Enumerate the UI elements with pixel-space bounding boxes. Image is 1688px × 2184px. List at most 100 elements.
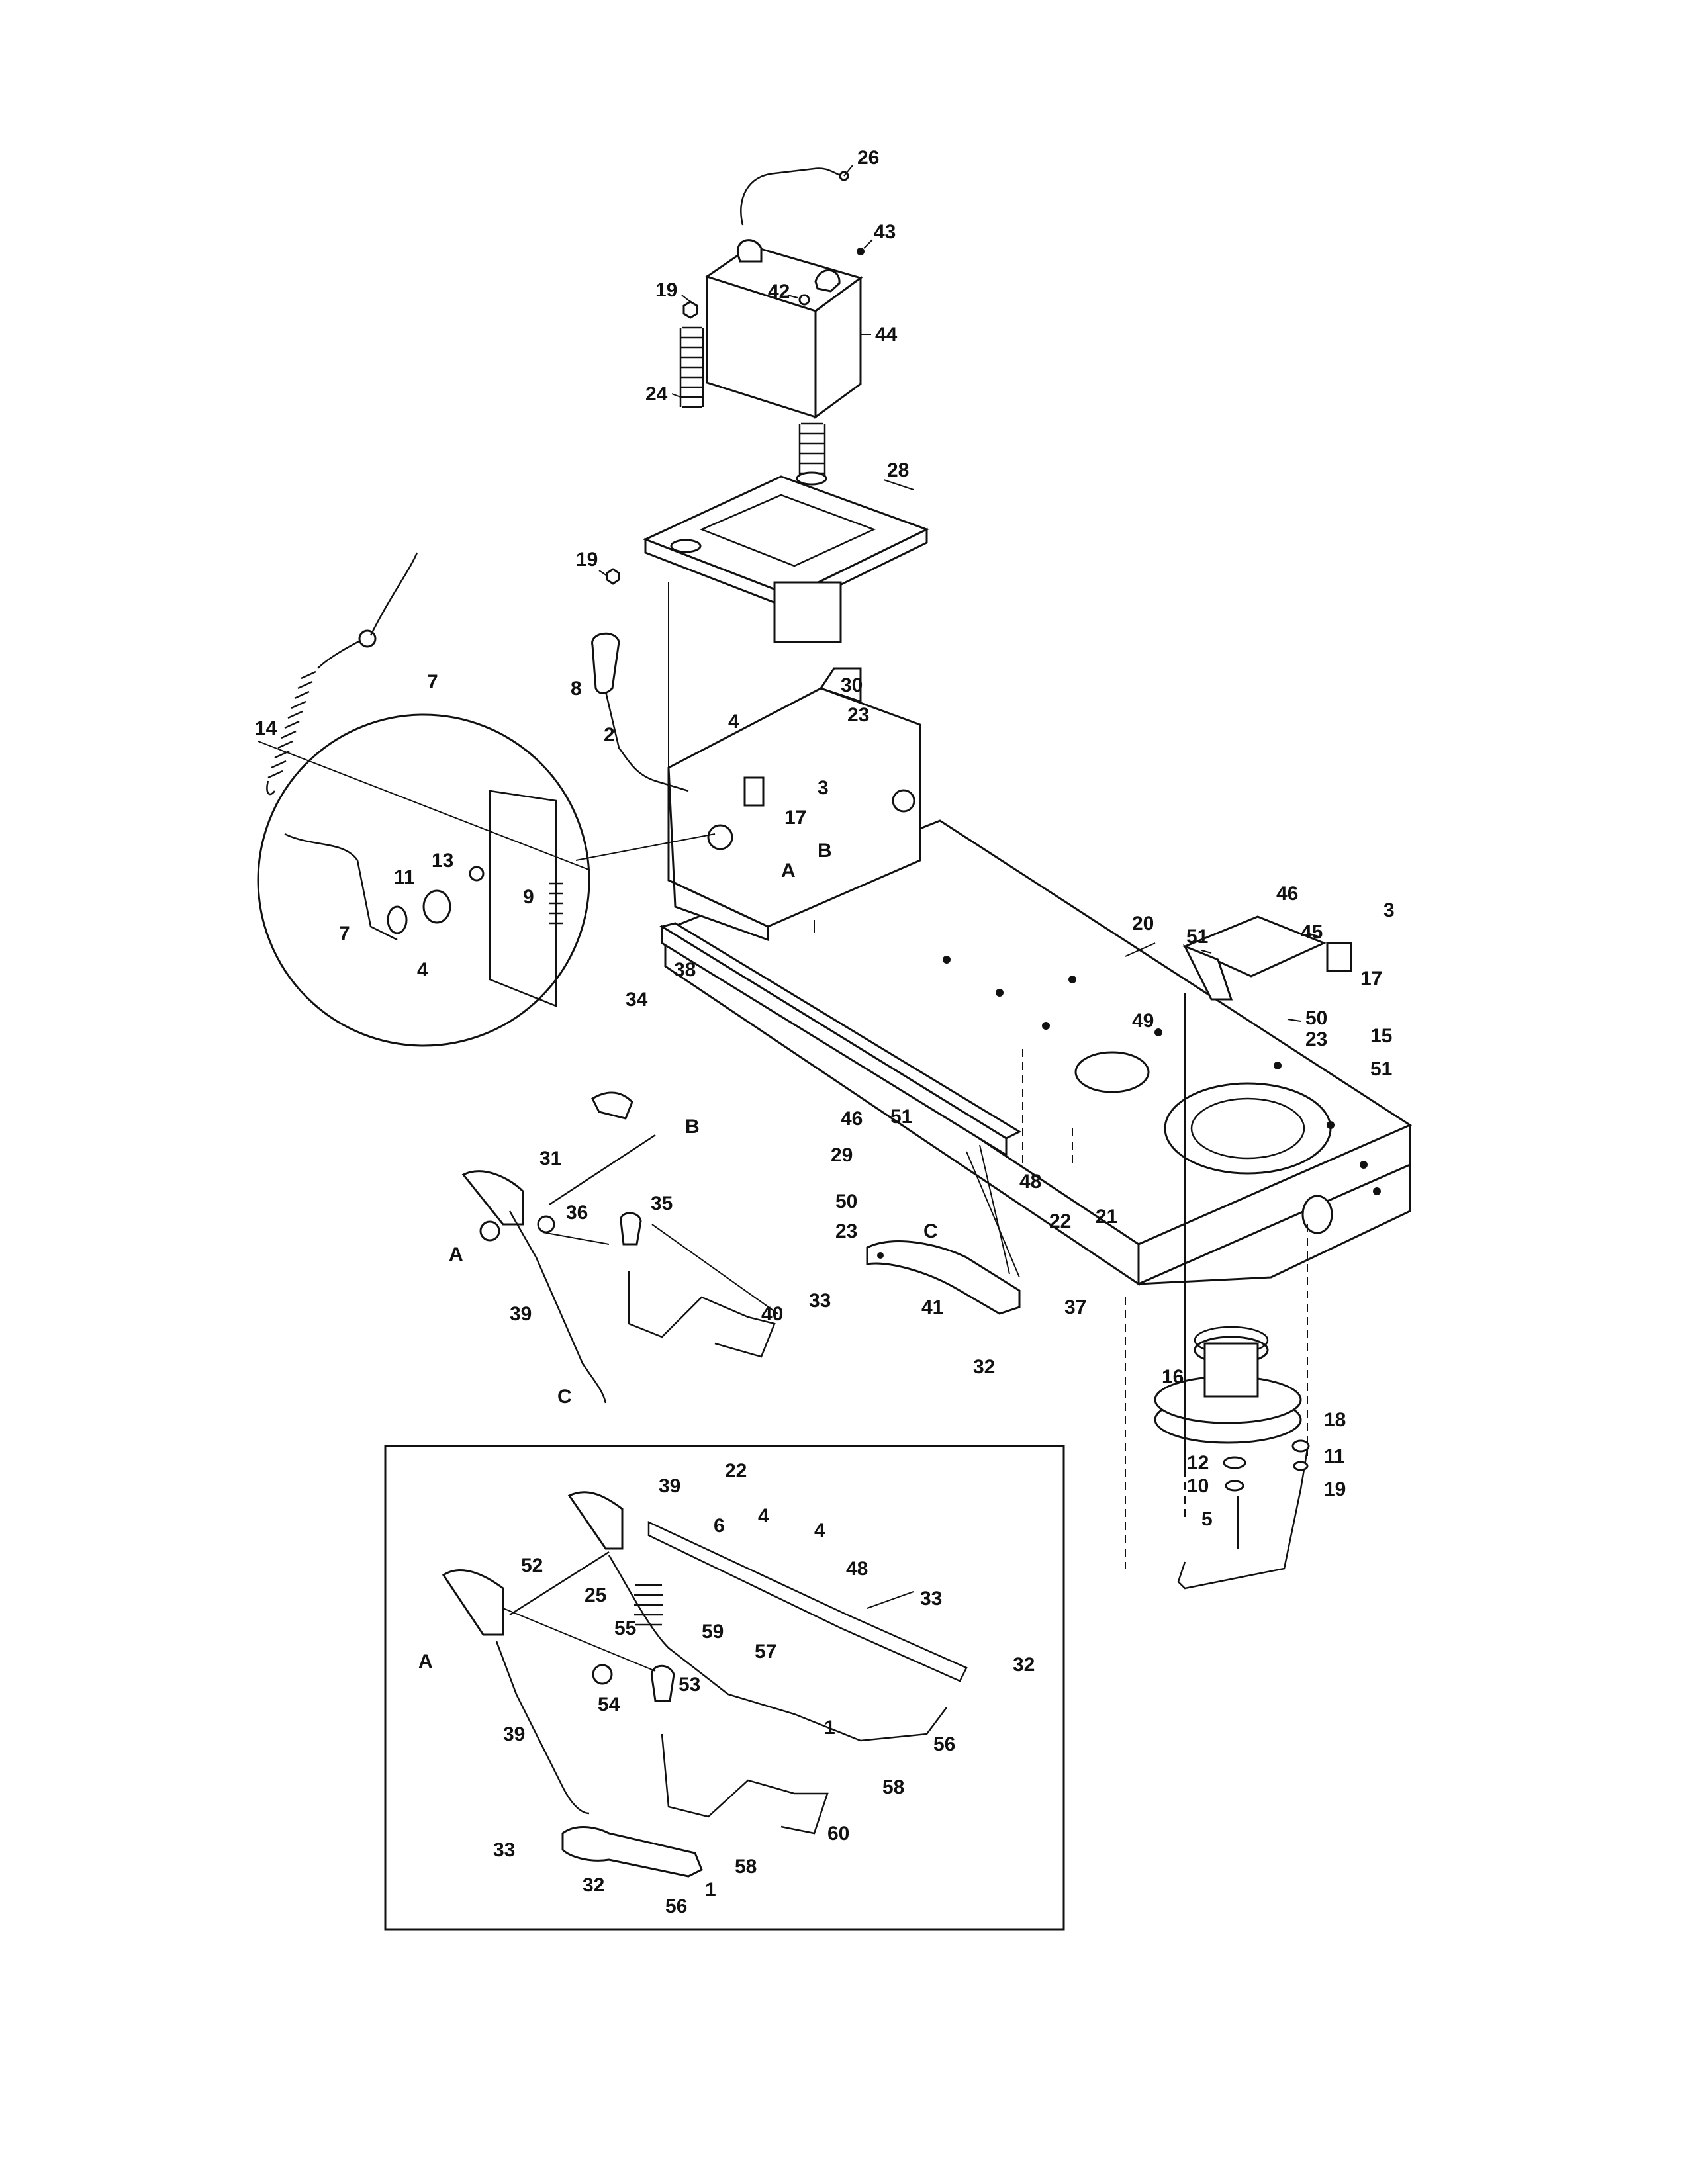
rod-39 xyxy=(508,1210,607,1404)
callout-59: 59 xyxy=(702,1621,724,1643)
callout-50-b: 50 xyxy=(835,1191,857,1212)
callout-55: 55 xyxy=(614,1617,636,1639)
callout-53: 53 xyxy=(679,1674,700,1696)
callout-46-a: 46 xyxy=(1276,883,1298,905)
callout-52: 52 xyxy=(521,1555,543,1576)
callout-20: 20 xyxy=(1132,913,1154,934)
spring-right xyxy=(798,422,826,477)
callout-C-1: C xyxy=(923,1220,938,1242)
leader-lines xyxy=(502,165,1319,1672)
callout-39-b: 39 xyxy=(659,1475,680,1497)
battery-cable-26 xyxy=(740,167,849,226)
callout-22-a: 22 xyxy=(1049,1210,1071,1232)
callout-56-a: 56 xyxy=(933,1733,955,1755)
lever-knob-8 xyxy=(591,632,620,694)
callout-22-b: 22 xyxy=(725,1460,747,1482)
callout-19-pulley: 19 xyxy=(1324,1479,1346,1500)
callout-13: 13 xyxy=(432,850,453,872)
callout-C-2: C xyxy=(557,1386,572,1408)
callout-31: 31 xyxy=(539,1148,561,1169)
callout-21: 21 xyxy=(1096,1206,1117,1228)
callout-7-top: 7 xyxy=(427,671,438,693)
battery-hardware-42-43 xyxy=(798,248,865,306)
callout-1-b: 1 xyxy=(705,1879,716,1901)
callout-23-c: 23 xyxy=(835,1220,857,1242)
callout-18: 18 xyxy=(1324,1409,1346,1431)
callout-24: 24 xyxy=(645,383,668,405)
callout-37: 37 xyxy=(1064,1297,1086,1318)
callout-32-c: 32 xyxy=(583,1874,604,1896)
callout-B-2: B xyxy=(685,1116,700,1138)
callout-32-a: 32 xyxy=(973,1356,995,1378)
pedal-assembly-31 xyxy=(461,1091,656,1242)
callout-39-c: 39 xyxy=(503,1723,525,1745)
callout-40: 40 xyxy=(761,1303,783,1325)
callout-A-1: A xyxy=(781,860,796,882)
callout-26: 26 xyxy=(857,147,879,169)
callout-60: 60 xyxy=(827,1823,849,1844)
callout-58-a: 58 xyxy=(882,1776,904,1798)
callout-8: 8 xyxy=(571,678,582,700)
detail-inset-circle xyxy=(257,713,716,1047)
callout-5: 5 xyxy=(1201,1508,1213,1530)
callout-28: 28 xyxy=(887,459,909,481)
callout-49: 49 xyxy=(1132,1010,1154,1032)
pedal-40 xyxy=(628,1271,776,1358)
callout-45: 45 xyxy=(1301,921,1323,943)
callout-42: 42 xyxy=(768,281,790,302)
callout-46-b: 46 xyxy=(841,1108,863,1130)
callout-43: 43 xyxy=(874,221,896,243)
callout-33-c: 33 xyxy=(493,1839,515,1861)
callout-6: 6 xyxy=(714,1515,725,1537)
link-41 xyxy=(866,1240,1021,1315)
callout-29: 29 xyxy=(831,1144,853,1166)
callout-54: 54 xyxy=(598,1694,620,1715)
callout-38: 38 xyxy=(674,959,696,981)
callout-32-b: 32 xyxy=(1013,1654,1035,1676)
callout-23-a: 23 xyxy=(847,704,869,726)
spacer-12-10 xyxy=(1223,1456,1246,1549)
callout-48-a: 48 xyxy=(1019,1171,1041,1193)
callout-4-c: 4 xyxy=(758,1505,769,1527)
callout-9: 9 xyxy=(523,886,534,908)
callout-39-a: 39 xyxy=(510,1303,532,1325)
callout-23-b: 23 xyxy=(1305,1028,1327,1050)
callout-4-a: 4 xyxy=(728,711,739,733)
callout-44: 44 xyxy=(875,324,898,345)
callout-17-a: 17 xyxy=(784,807,806,829)
callout-51-a: 51 xyxy=(1186,926,1208,948)
pulley-16 xyxy=(1154,1326,1302,1444)
callout-51-b: 51 xyxy=(1370,1058,1392,1080)
callout-16: 16 xyxy=(1162,1366,1184,1388)
spring-24 xyxy=(679,326,704,408)
callout-58-b: 58 xyxy=(735,1856,757,1878)
callout-3-b: 3 xyxy=(1383,899,1395,921)
callout-51-c: 51 xyxy=(890,1106,912,1128)
callout-34: 34 xyxy=(626,989,648,1011)
frame-rail-left xyxy=(659,922,1022,1157)
hold-down-bolt-19 xyxy=(682,300,698,319)
callout-2: 2 xyxy=(604,724,615,746)
callout-A-3: A xyxy=(418,1651,433,1672)
callout-36: 36 xyxy=(566,1202,588,1224)
callout-33-b: 33 xyxy=(920,1588,942,1610)
callout-17-b: 17 xyxy=(1360,968,1382,989)
lever-2 xyxy=(604,691,689,792)
knob-35 xyxy=(620,1212,642,1246)
callout-10: 10 xyxy=(1187,1475,1209,1497)
spring-14 xyxy=(266,552,418,796)
callout-1-a: 1 xyxy=(824,1717,835,1739)
callout-57: 57 xyxy=(755,1641,776,1662)
callout-19-tray: 19 xyxy=(576,549,598,570)
callout-A-2: A xyxy=(449,1244,463,1265)
callout-19-top: 19 xyxy=(655,279,677,301)
boxed-inset xyxy=(384,1445,1065,1931)
callout-30: 30 xyxy=(841,674,863,696)
bracket-45 xyxy=(1182,915,1327,1001)
callout-4-b: 4 xyxy=(417,959,428,981)
callout-B-1: B xyxy=(818,840,832,862)
callout-11-a: 11 xyxy=(394,866,415,888)
callout-15: 15 xyxy=(1370,1025,1392,1047)
callout-33-a: 33 xyxy=(809,1290,831,1312)
callout-50-a: 50 xyxy=(1305,1007,1327,1029)
